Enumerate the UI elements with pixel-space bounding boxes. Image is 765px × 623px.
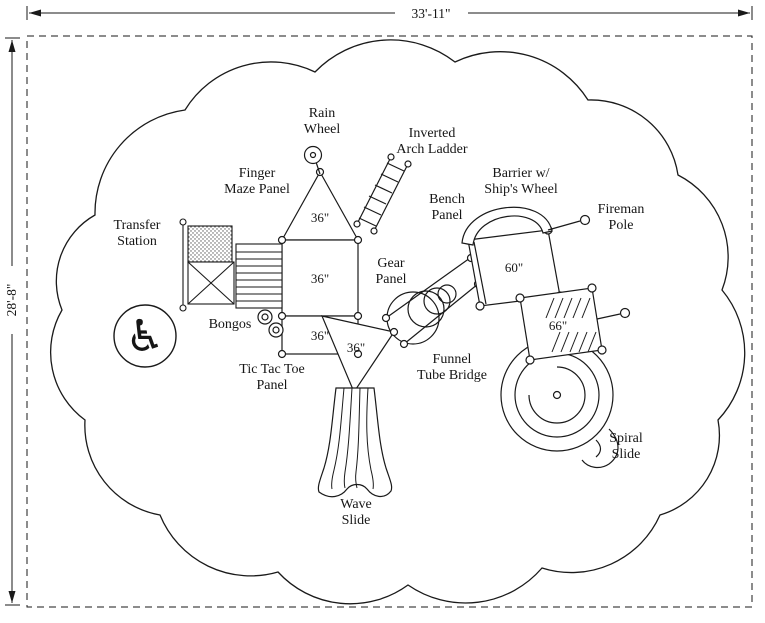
post-icon [370, 227, 378, 235]
height-dimension-label: 28'-8" [4, 284, 19, 317]
transfer-station [179, 218, 283, 312]
arrowhead-left-icon [29, 9, 41, 17]
inverted-arch-ladder-label-line2: Arch Ladder [396, 142, 467, 157]
equipment-labels: Rain Wheel Inverted Arch Ladder Finger M… [114, 106, 645, 528]
post-icon [353, 220, 361, 228]
post-icon [597, 345, 607, 355]
post-icon [277, 349, 287, 359]
fireman-pole-label-line2: Pole [609, 218, 634, 233]
wave-slide-label-line2: Slide [342, 513, 371, 528]
gear-panel-label-line2: Panel [375, 272, 406, 287]
spiral-slide-label-line2: Slide [612, 447, 641, 462]
arrowhead-up-icon [8, 40, 16, 52]
bongos [257, 309, 284, 338]
deck-cluster [277, 167, 399, 397]
square-deck-upper [281, 239, 359, 317]
post-icon [277, 235, 287, 245]
transfer-station-label-line1: Transfer [114, 218, 161, 233]
deck-66-hatching [545, 297, 597, 353]
post-icon [353, 349, 363, 359]
spiral-slide-label-line1: Spiral [609, 431, 643, 446]
tic-tac-toe-panel-label-line1: Tic Tac Toe [239, 362, 304, 377]
deck-label-triangle-top: 36" [311, 210, 329, 225]
wave-slide-label-line1: Wave [340, 497, 372, 512]
inverted-arch-ladder [353, 153, 412, 235]
transfer-station-label-line2: Station [117, 234, 157, 249]
post-icon [381, 313, 391, 323]
barrier-ships-wheel [461, 206, 553, 246]
tic-tac-toe-panel-label-line2: Panel [256, 378, 287, 393]
post-icon [525, 355, 535, 365]
bench-panel-label-line2: Panel [431, 208, 462, 223]
post-icon [179, 304, 187, 312]
deck-label-66: 66" [549, 318, 567, 333]
deck-label-square-upper: 36" [311, 271, 329, 286]
rain-wheel [303, 145, 323, 175]
post-icon [277, 311, 287, 321]
inverted-arch-ladder-label-line1: Inverted [409, 126, 456, 141]
finger-maze-panel-label-line1: Finger [239, 166, 276, 181]
deck-label-60: 60" [505, 260, 523, 275]
arrowhead-down-icon [8, 591, 16, 603]
barrier-ships-wheel-label-line2: Ship's Wheel [484, 182, 558, 197]
post-icon [387, 153, 395, 161]
post-icon [587, 283, 597, 293]
bench-panel-label-line1: Bench [429, 192, 465, 207]
funnel-tube-bridge-label-line1: Funnel [433, 352, 472, 367]
post-icon [404, 160, 412, 168]
gear-panel-label-line1: Gear [377, 256, 405, 271]
fireman-pole-lower [596, 307, 631, 320]
rain-wheel-label-line2: Wheel [304, 122, 341, 137]
bench-panel-edge [473, 241, 487, 305]
post-icon [475, 301, 485, 311]
width-dimension-label: 33'-11" [412, 6, 451, 21]
playground-boundary [49, 39, 746, 605]
rain-wheel-label-line1: Rain [309, 106, 335, 121]
fireman-pole-upper [547, 214, 591, 231]
post-icon [515, 293, 525, 303]
post-icon [179, 218, 187, 226]
post-icon [389, 327, 399, 337]
wave-slide [317, 387, 393, 498]
accessible-icon: ♿ [113, 304, 177, 368]
post-icon [315, 167, 325, 177]
accessible-glyph: ♿ [125, 311, 164, 362]
dimension-width: 33'-11" [26, 6, 753, 21]
use-zone-border [26, 35, 753, 608]
dimension-height: 28'-8" [4, 37, 20, 606]
post-icon [353, 311, 363, 321]
deck-label-square-lower: 36" [311, 328, 329, 343]
deck-66 [515, 283, 607, 365]
deck-label-triangle-right: 36" [347, 340, 365, 355]
finger-maze-panel-label-line2: Maze Panel [224, 182, 290, 197]
bongos-label: Bongos [209, 317, 252, 332]
post-icon [399, 339, 409, 349]
post-icon [353, 235, 363, 245]
barrier-ships-wheel-label-line1: Barrier w/ [492, 166, 549, 181]
funnel-tube-bridge-label-line2: Tube Bridge [417, 368, 487, 383]
arrowhead-right-icon [738, 9, 750, 17]
deck-size-labels: 36" 36" 36" 36" 60" 66" [311, 210, 567, 355]
fireman-pole-label-line1: Fireman [598, 202, 645, 217]
